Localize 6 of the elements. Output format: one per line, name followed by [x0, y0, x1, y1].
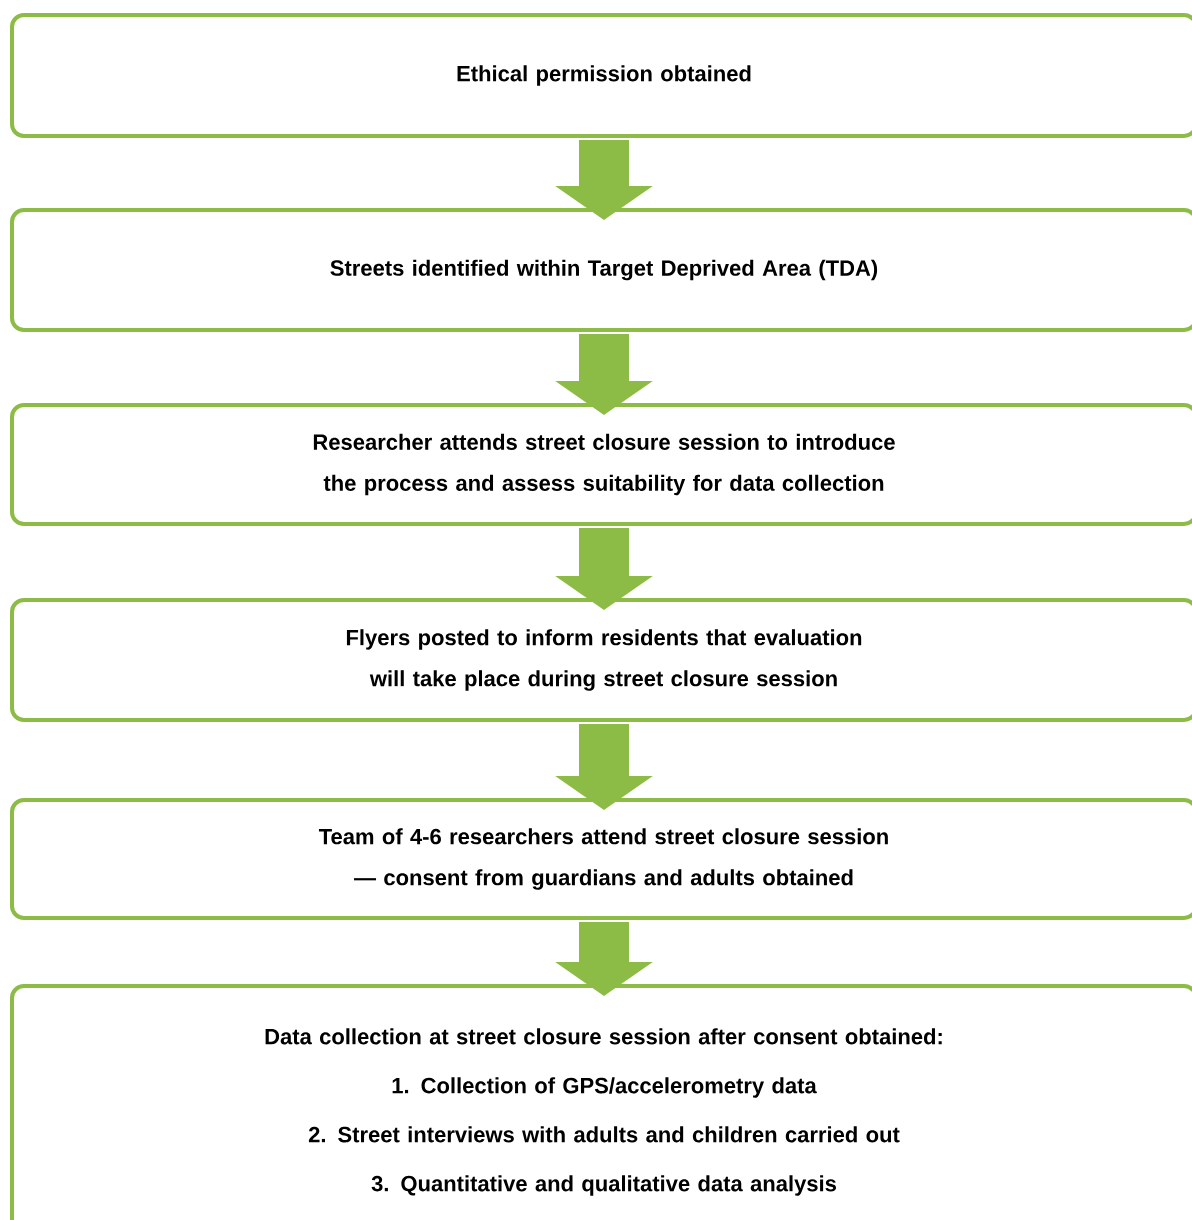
process-box: Streets identified within Target Deprived Area (TDA) [10, 208, 1192, 332]
process-box: Team of 4-6 researchers attend street closure session — consent from guardians and adults obtained [10, 798, 1192, 920]
process-box: Ethical permission obtained [10, 13, 1192, 138]
process-box: Researcher attends street closure session to introduce the process and assess suitability for data collection [10, 403, 1192, 526]
process-box: Flyers posted to inform residents that evaluation will take place during street closure session [10, 598, 1192, 722]
process-box: Data collection at street closure session after consent obtained: 1. Collection of GPS/accelerometry data 2. Street interviews with adults and children carried out 3. Quantitative and qualitative data analysis [10, 984, 1192, 1220]
